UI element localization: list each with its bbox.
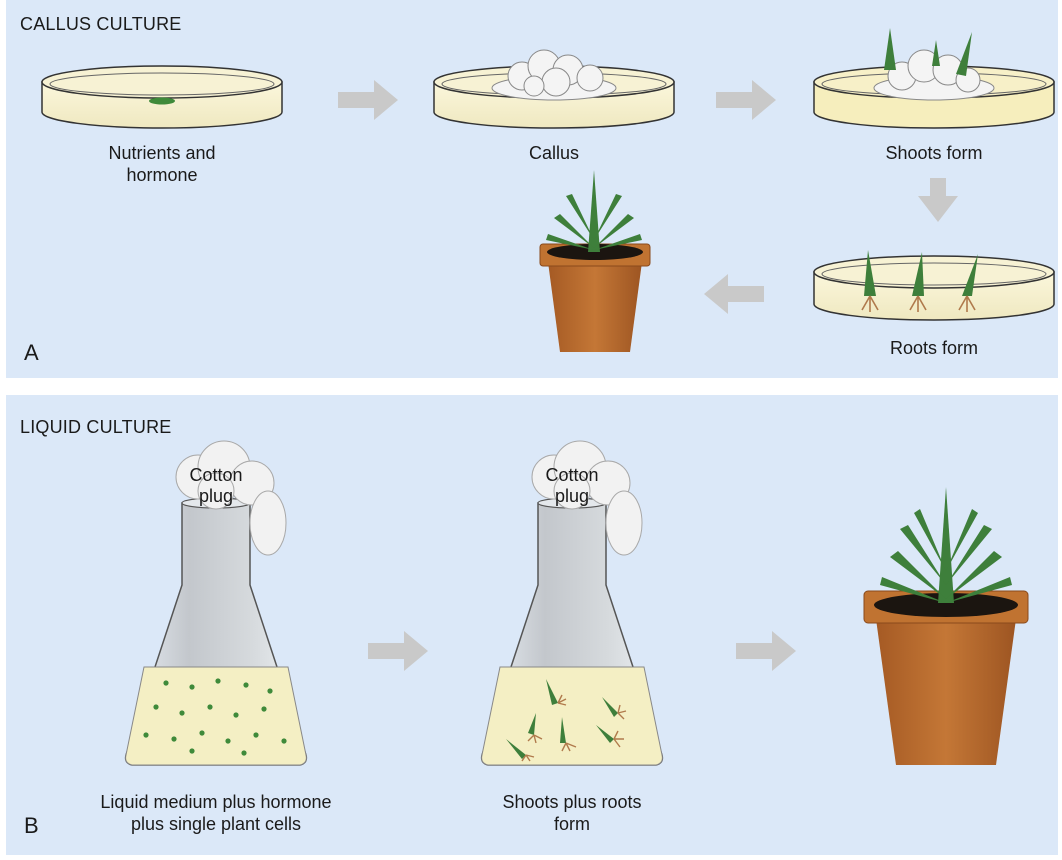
arrow-right-b2 <box>736 631 796 671</box>
arrow-down <box>918 178 958 222</box>
cotton-plug-1 <box>175 440 287 556</box>
callus-mass <box>491 49 617 101</box>
petri-dish-nutrients <box>41 65 283 129</box>
arrow-right-b1 <box>368 631 428 671</box>
petri-dish-callus <box>433 49 675 129</box>
flask-single-cells <box>124 440 308 766</box>
label-nutrients-hormone: Nutrients and hormone <box>108 143 216 185</box>
liquid-culture-art <box>124 440 1029 766</box>
callus-culture-panel: CALLUS CULTURE A <box>6 0 1058 378</box>
cotton-plug-2 <box>531 440 643 556</box>
label-callus: Callus <box>528 143 580 163</box>
label-cotton-plug-2: Cotton plug <box>545 465 599 506</box>
panel-a-letter: A <box>24 340 39 365</box>
liquid-culture-panel: LIQUID CULTURE B <box>6 395 1058 855</box>
arrow-right-2 <box>716 80 776 120</box>
rooted-shoots <box>864 250 978 296</box>
arrow-right-1 <box>338 80 398 120</box>
shoot-sprouts <box>884 28 972 76</box>
flask-shoots-roots <box>480 440 664 766</box>
arrow-left <box>704 274 764 314</box>
label-shoots-form: Shoots form <box>885 143 983 163</box>
label-roots-form: Roots form <box>889 338 979 358</box>
plant-cells <box>143 678 287 756</box>
potted-plant-small <box>539 170 651 352</box>
petri-dish-roots <box>813 250 1055 321</box>
panel-b-title: LIQUID CULTURE <box>20 417 172 437</box>
label-shoots-plus-roots: Shoots plus roots form <box>502 792 642 834</box>
floating-plantlets <box>506 679 627 762</box>
panel-a-title: CALLUS CULTURE <box>20 14 182 34</box>
petri-dish-shoots <box>813 28 1055 129</box>
label-cotton-plug-1: Cotton plug <box>189 465 243 506</box>
callus-culture-art <box>41 28 1055 352</box>
cell-sample <box>149 97 175 105</box>
potted-plant-large <box>863 487 1029 765</box>
roots <box>861 295 976 312</box>
label-liquid-medium: Liquid medium plus hormone plus single p… <box>100 792 332 834</box>
panel-b-letter: B <box>24 813 39 838</box>
